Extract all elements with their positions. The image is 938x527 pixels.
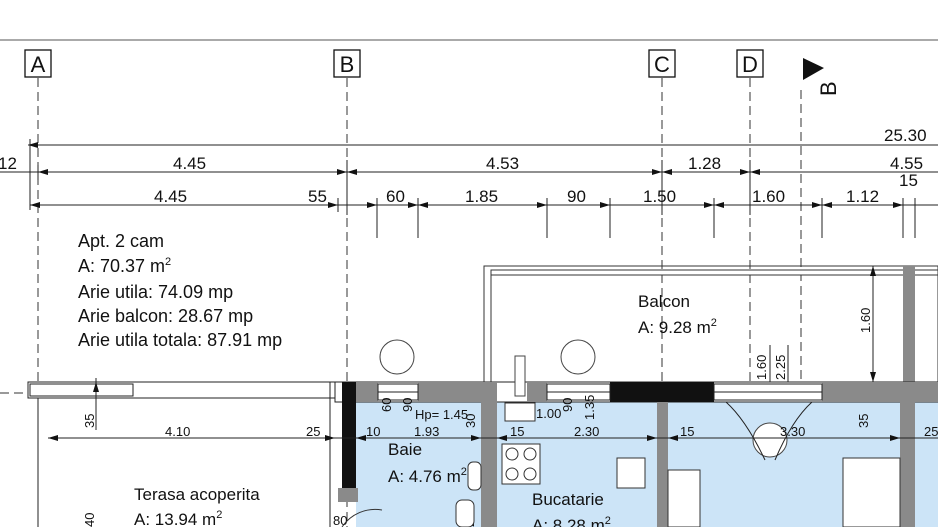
windows bbox=[377, 383, 823, 401]
dim-terrace-wall: 35 bbox=[82, 414, 97, 428]
dim-int-7: 15 bbox=[680, 424, 694, 439]
bucatarie-name: Bucatarie bbox=[532, 490, 604, 509]
axis-marker-d: D bbox=[736, 49, 764, 78]
apartment-area: A: 70.37 m2 bbox=[78, 256, 171, 276]
baie-area: A: 4.76 m2 bbox=[388, 466, 467, 486]
dim-int-4: 30 bbox=[463, 414, 478, 428]
section-label: B bbox=[816, 81, 841, 96]
stove-icon bbox=[501, 443, 541, 485]
axis-marker-c: C bbox=[648, 49, 676, 78]
dim-row1-extra: 15 bbox=[899, 171, 918, 190]
apartment-balcony-area: Arie balcon: 28.67 mp bbox=[78, 306, 253, 326]
axis-label-b: B bbox=[340, 52, 355, 77]
dimension-arrows bbox=[28, 142, 903, 208]
dim-int-10: 25 bbox=[924, 424, 938, 439]
furniture bbox=[341, 457, 901, 527]
dim-left-partial: 12 bbox=[0, 154, 17, 173]
dimension-lines bbox=[0, 139, 938, 238]
dim-overall: 25.30 bbox=[884, 126, 927, 145]
interior-dimension-arrows bbox=[48, 382, 900, 441]
dim-row1-0: 4.45 bbox=[173, 154, 206, 173]
dim-window-2: 2.25 bbox=[773, 355, 788, 380]
dim-row2-4: 90 bbox=[567, 187, 586, 206]
apartment-title: Apt. 2 cam bbox=[78, 231, 164, 251]
dim-misc-6: 40 bbox=[82, 513, 97, 527]
axis-label-a: A bbox=[31, 52, 46, 77]
apartment-total-area: Arie utila totala: 87.91 mp bbox=[78, 330, 282, 350]
dim-row1-2: 1.28 bbox=[688, 154, 721, 173]
apartment-useful-area: Arie utila: 74.09 mp bbox=[78, 282, 233, 302]
axis-marker-b: B bbox=[333, 49, 361, 78]
bathroom-fixtures bbox=[455, 402, 536, 527]
dim-int-6: 2.30 bbox=[574, 424, 599, 439]
baie-name: Baie bbox=[388, 440, 422, 459]
bucatarie-area: A: 8.28 m2 bbox=[532, 515, 611, 527]
section-marker: B bbox=[803, 58, 841, 96]
dim-misc-7: 80 bbox=[333, 513, 347, 527]
dim-int-8: 3.30 bbox=[780, 424, 805, 439]
axis-label-c: C bbox=[654, 52, 670, 77]
dim-row1-3: 4.55 bbox=[890, 154, 923, 173]
dim-int-2: 10 bbox=[366, 424, 380, 439]
dim-misc-3: 90 bbox=[560, 398, 575, 412]
dim-misc-2: 1.00 bbox=[536, 406, 561, 421]
sill-height: Hp= 1.45 bbox=[415, 407, 468, 422]
light-fixtures bbox=[379, 339, 788, 458]
dim-balcony-depth: 1.60 bbox=[858, 308, 873, 333]
balcony-door bbox=[725, 401, 813, 461]
dim-misc-0: 60 bbox=[379, 398, 394, 412]
terasa-name: Terasa acoperita bbox=[134, 485, 260, 504]
balcon-area: A: 9.28 m2 bbox=[638, 317, 717, 337]
dim-row2-2: 60 bbox=[386, 187, 405, 206]
dim-int-9: 35 bbox=[856, 414, 871, 428]
dim-row1-1: 4.53 bbox=[486, 154, 519, 173]
dim-row2-7: 1.12 bbox=[846, 187, 879, 206]
dim-int-0: 4.10 bbox=[165, 424, 190, 439]
dim-misc-4: 1.35 bbox=[582, 395, 597, 420]
dim-row2-6: 1.60 bbox=[752, 187, 785, 206]
balcon-name: Balcon bbox=[638, 292, 690, 311]
terasa-area: A: 13.94 m2 bbox=[134, 509, 222, 527]
dim-row2-5: 1.50 bbox=[643, 187, 676, 206]
dim-int-5: 15 bbox=[510, 424, 524, 439]
dim-row2-3: 1.85 bbox=[465, 187, 498, 206]
dim-row2-0: 4.45 bbox=[154, 187, 187, 206]
axis-marker-a: A bbox=[24, 49, 52, 78]
axis-label-d: D bbox=[742, 52, 758, 77]
dim-int-1: 25 bbox=[306, 424, 320, 439]
dim-window-1: 1.60 bbox=[754, 355, 769, 380]
dim-misc-1: 90 bbox=[400, 398, 415, 412]
dim-int-3: 1.93 bbox=[414, 424, 439, 439]
dim-row2-1: 55 bbox=[308, 187, 327, 206]
